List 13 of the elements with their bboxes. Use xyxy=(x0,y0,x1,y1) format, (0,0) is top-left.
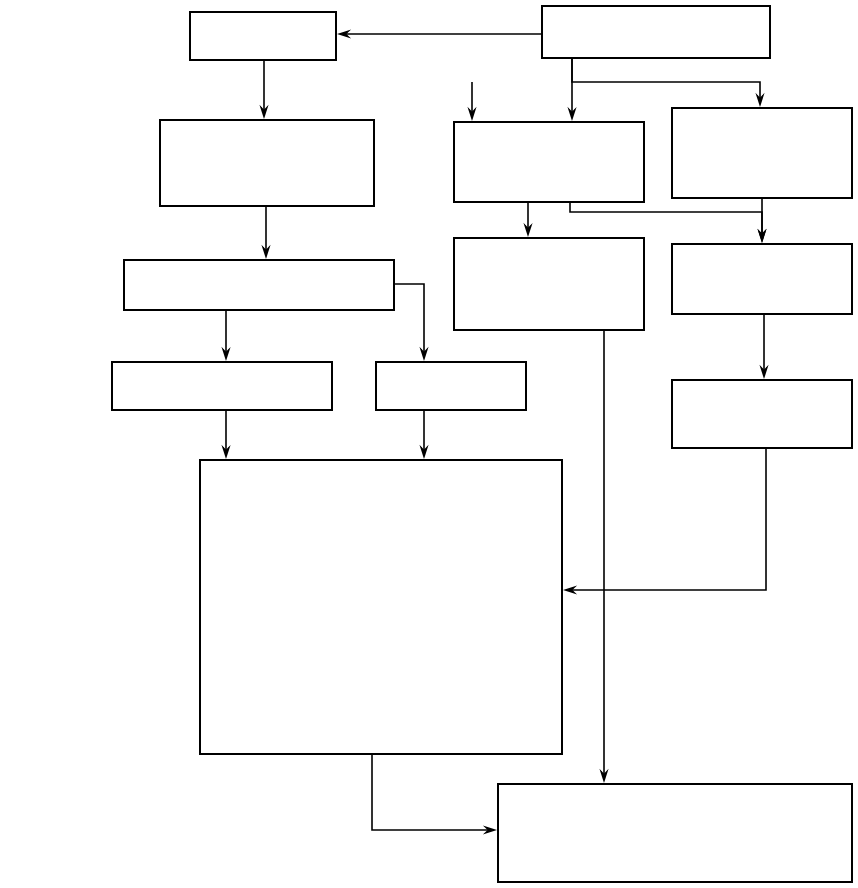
process-box xyxy=(159,119,375,207)
process-box xyxy=(541,5,771,59)
process-box xyxy=(199,459,563,755)
process-box xyxy=(123,259,395,311)
process-box xyxy=(453,121,645,203)
process-box xyxy=(497,783,853,883)
process-box xyxy=(111,361,333,411)
process-box xyxy=(671,243,853,315)
process-box xyxy=(375,361,527,411)
process-box xyxy=(453,237,645,331)
process-box xyxy=(671,107,853,199)
process-box xyxy=(189,11,337,61)
process-box xyxy=(671,379,853,449)
